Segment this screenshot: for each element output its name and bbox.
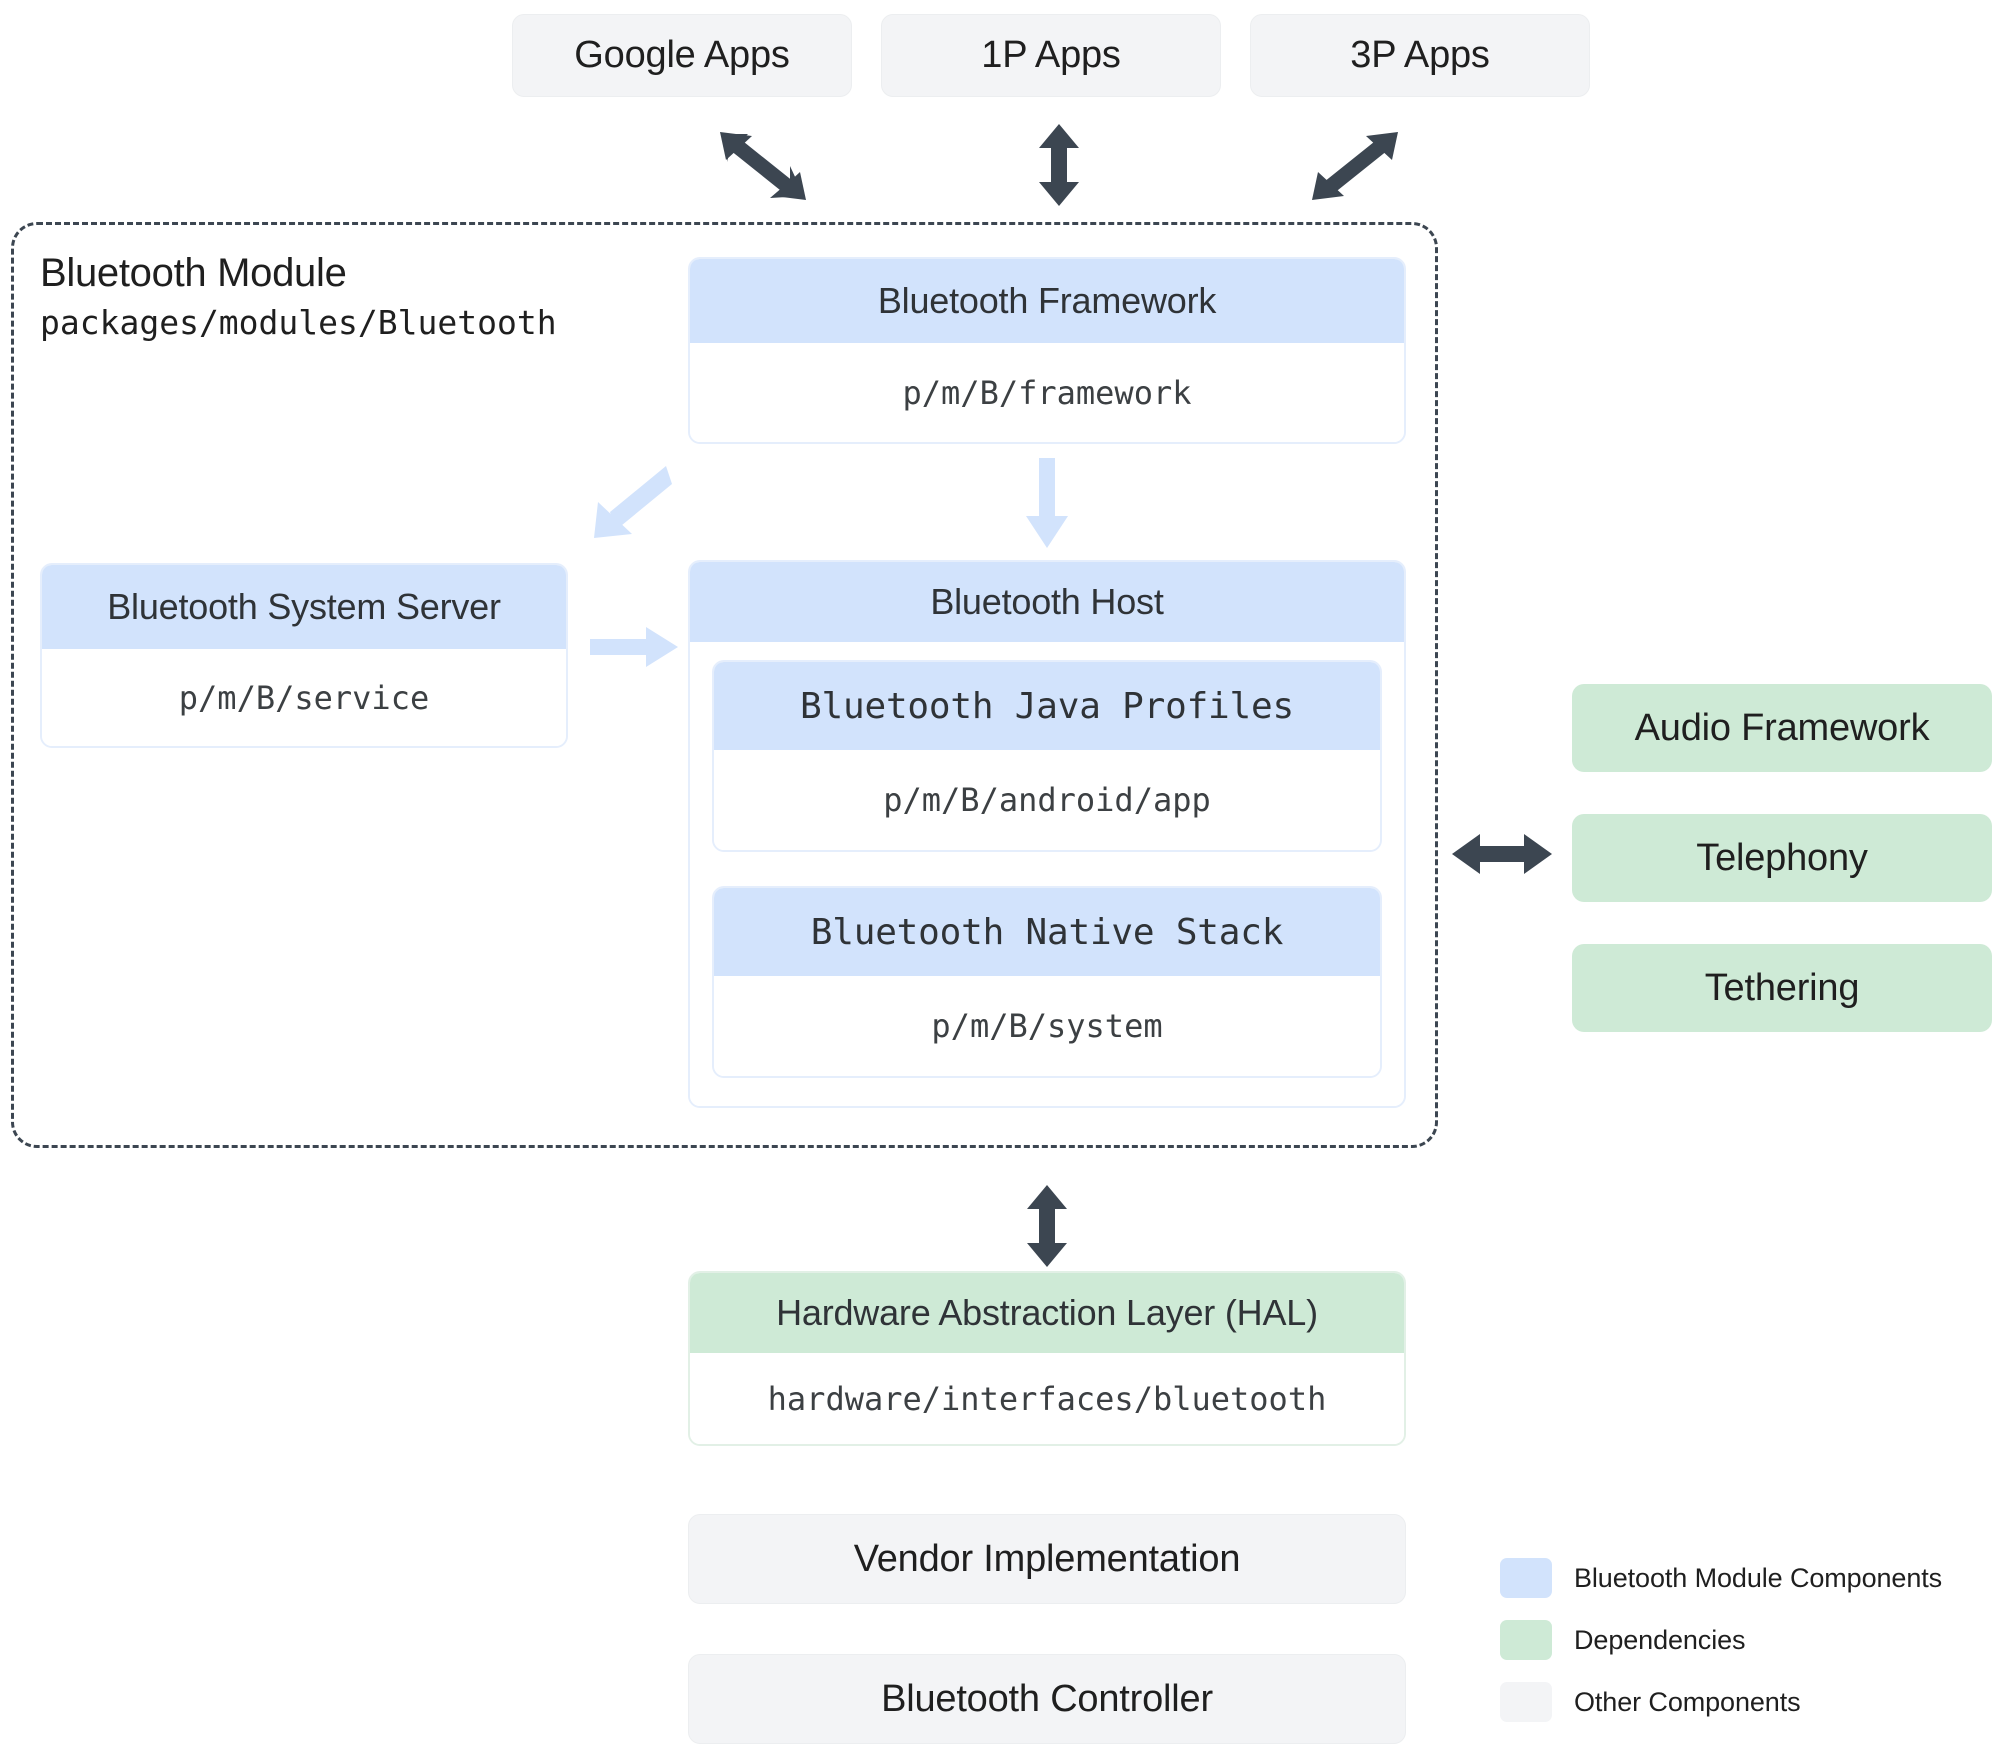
bluetooth-system-server-title: Bluetooth System Server bbox=[42, 565, 566, 649]
legend-label-other-components: Other Components bbox=[1574, 1686, 1801, 1717]
audio-framework-label: Audio Framework bbox=[1634, 706, 1930, 749]
arrow-google-apps-diagonal bbox=[718, 130, 808, 202]
vendor-implementation-box[interactable]: Vendor Implementation bbox=[688, 1514, 1406, 1604]
bluetooth-controller-box[interactable]: Bluetooth Controller bbox=[688, 1654, 1406, 1744]
hal-path: hardware/interfaces/bluetooth bbox=[690, 1353, 1404, 1444]
telephony-box[interactable]: Telephony bbox=[1572, 814, 1992, 902]
legend-swatch-gray bbox=[1500, 1682, 1552, 1722]
tethering-label: Tethering bbox=[1704, 966, 1860, 1009]
arrow-framework-to-system-server-diagonal bbox=[592, 460, 672, 540]
bluetooth-java-profiles-path: p/m/B/android/app bbox=[714, 750, 1380, 850]
legend-swatch-green bbox=[1500, 1620, 1552, 1660]
hal-card[interactable]: Hardware Abstraction Layer (HAL) hardwar… bbox=[688, 1271, 1406, 1446]
bluetooth-java-profiles-title: Bluetooth Java Profiles bbox=[714, 662, 1380, 750]
arrow-module-to-hal-bidirectional bbox=[1023, 1185, 1071, 1267]
bluetooth-system-server-path: p/m/B/service bbox=[42, 649, 566, 746]
hal-title: Hardware Abstraction Layer (HAL) bbox=[690, 1273, 1404, 1353]
vendor-implementation-label: Vendor Implementation bbox=[853, 1537, 1241, 1580]
1p-apps-box[interactable]: 1P Apps bbox=[881, 14, 1221, 97]
bluetooth-framework-title: Bluetooth Framework bbox=[690, 259, 1404, 343]
bluetooth-system-server-card[interactable]: Bluetooth System Server p/m/B/service bbox=[40, 563, 568, 748]
bluetooth-framework-card[interactable]: Bluetooth Framework p/m/B/framework bbox=[688, 257, 1406, 444]
bluetooth-module-title: Bluetooth Module bbox=[40, 251, 347, 295]
legend: Bluetooth Module Components Dependencies… bbox=[1500, 1558, 1942, 1722]
bluetooth-native-stack-title: Bluetooth Native Stack bbox=[714, 888, 1380, 976]
bluetooth-host-card[interactable]: Bluetooth Host Bluetooth Java Profiles p… bbox=[688, 560, 1406, 1108]
legend-row-dependencies: Dependencies bbox=[1500, 1620, 1942, 1660]
arrow-1p-apps-vertical bbox=[1035, 124, 1083, 206]
bluetooth-controller-label: Bluetooth Controller bbox=[881, 1677, 1213, 1720]
arrow-system-server-to-host-right bbox=[590, 625, 680, 669]
legend-label-module-components: Bluetooth Module Components bbox=[1574, 1562, 1943, 1593]
legend-swatch-blue bbox=[1500, 1558, 1552, 1598]
bluetooth-java-profiles-card[interactable]: Bluetooth Java Profiles p/m/B/android/ap… bbox=[712, 660, 1382, 852]
audio-framework-box[interactable]: Audio Framework bbox=[1572, 684, 1992, 772]
telephony-label: Telephony bbox=[1696, 836, 1868, 879]
bluetooth-native-stack-path: p/m/B/system bbox=[714, 976, 1380, 1076]
3p-apps-box[interactable]: 3P Apps bbox=[1250, 14, 1590, 97]
arrow-host-to-dependencies-bidirectional bbox=[1452, 826, 1552, 882]
google-apps-box[interactable]: Google Apps bbox=[512, 14, 852, 97]
bluetooth-framework-path: p/m/B/framework bbox=[690, 343, 1404, 442]
tethering-box[interactable]: Tethering bbox=[1572, 944, 1992, 1032]
bluetooth-module-path: packages/modules/Bluetooth bbox=[40, 303, 557, 342]
legend-row-module-components: Bluetooth Module Components bbox=[1500, 1558, 1942, 1598]
legend-row-other-components: Other Components bbox=[1500, 1682, 1942, 1722]
1p-apps-label: 1P Apps bbox=[981, 34, 1121, 76]
legend-label-dependencies: Dependencies bbox=[1574, 1624, 1746, 1655]
bluetooth-native-stack-card[interactable]: Bluetooth Native Stack p/m/B/system bbox=[712, 886, 1382, 1078]
arrow-3p-apps-diagonal bbox=[1310, 130, 1400, 202]
arrow-framework-to-host-down bbox=[1026, 458, 1068, 550]
bluetooth-module-container bbox=[11, 222, 1438, 1148]
google-apps-label: Google Apps bbox=[574, 34, 790, 76]
3p-apps-label: 3P Apps bbox=[1350, 34, 1490, 76]
bluetooth-host-title: Bluetooth Host bbox=[690, 562, 1404, 642]
bluetooth-host-body: Bluetooth Java Profiles p/m/B/android/ap… bbox=[690, 642, 1404, 1106]
